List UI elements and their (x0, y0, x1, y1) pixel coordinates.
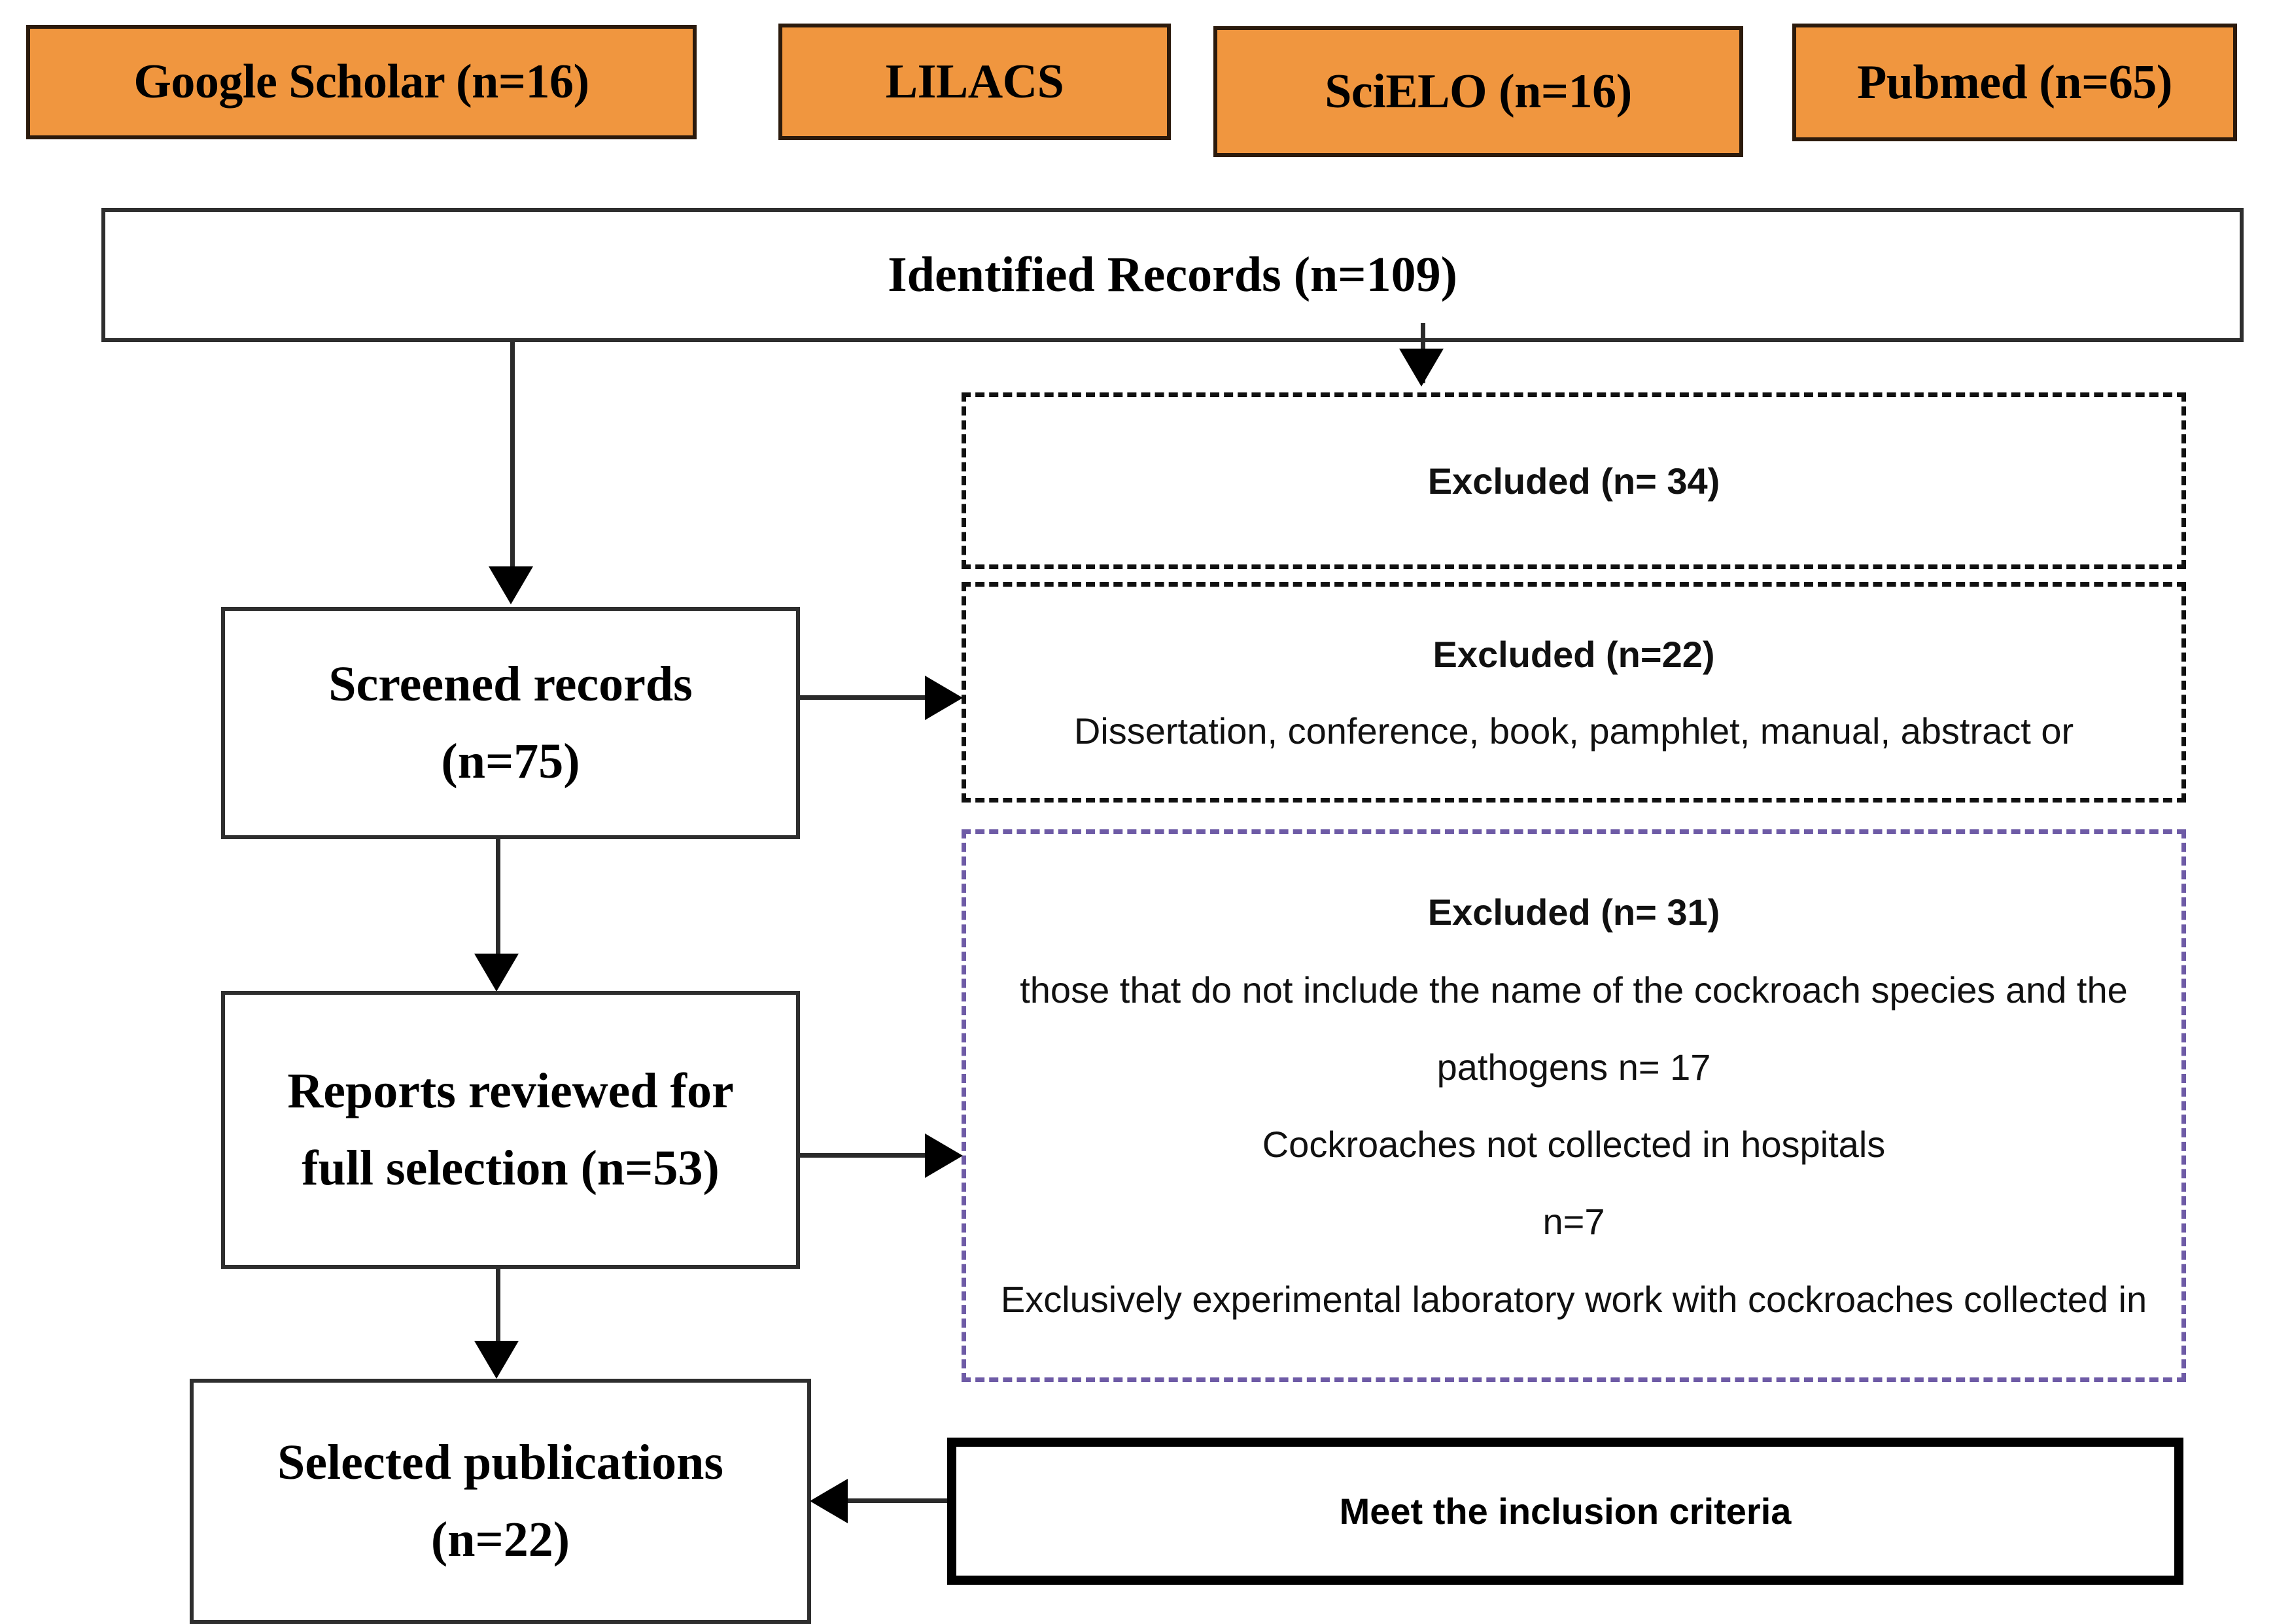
source-label-pubmed: Pubmed (n=65) (1857, 55, 2172, 109)
reports-reviewed-line1: Reports reviewed for (287, 1063, 734, 1118)
arrowhead-identified-to-screened (489, 566, 533, 604)
connector-screened-to-excluded22 (800, 695, 943, 700)
connector-identified-to-screened (510, 342, 515, 568)
connector-reports-to-selected (496, 1269, 500, 1347)
connector-inclusion-to-selected (844, 1498, 948, 1503)
source-label-google-scholar: Google Scholar (n=16) (133, 55, 589, 109)
selected-publications-line1: Selected publications (277, 1434, 723, 1490)
excluded-31-reason-5: Exclusively experimental laboratory work… (1000, 1278, 2147, 1320)
excluded-31-reason-3: Cockroaches not collected in hospitals (1262, 1124, 1886, 1166)
source-box-scielo: SciELO (n=16) (1213, 26, 1743, 157)
screened-records-box: Screened records (n=75) (221, 607, 800, 839)
reports-reviewed-line2: full selection (n=53) (302, 1140, 720, 1196)
arrowhead-screened-to-excluded22 (925, 676, 963, 720)
excluded-31-reason-1: those that do not include the name of th… (1020, 969, 2128, 1011)
excluded-22-reason: Dissertation, conference, book, pamphlet… (1073, 710, 2074, 752)
arrowhead-identified-to-excluded34 (1399, 349, 1444, 387)
identified-records-label: Identified Records (n=109) (888, 247, 1457, 302)
source-box-google-scholar: Google Scholar (n=16) (26, 25, 697, 139)
source-label-lilacs: LILACS (885, 54, 1064, 109)
source-label-scielo: SciELO (n=16) (1325, 64, 1632, 118)
identified-records-box: Identified Records (n=109) (101, 208, 2244, 342)
excluded-34-title: Excluded (n= 34) (1427, 460, 1720, 502)
excluded-22-title: Excluded (n=22) (1433, 633, 1715, 675)
excluded-31-reason-4: n=7 (1542, 1201, 1605, 1243)
source-box-pubmed: Pubmed (n=65) (1792, 24, 2237, 141)
arrowhead-screened-to-reports (474, 954, 519, 992)
excluded-31-box: Excluded (n= 31) those that do not inclu… (962, 829, 2186, 1382)
selected-publications-line2: (n=22) (430, 1512, 570, 1567)
connector-reports-to-excluded31 (800, 1153, 943, 1158)
excluded-31-reason-2: pathogens n= 17 (1436, 1046, 1711, 1088)
selected-publications-box: Selected publications (n=22) (190, 1379, 811, 1624)
connector-screened-to-reports (496, 839, 500, 957)
inclusion-criteria-label: Meet the inclusion criteria (1339, 1491, 1792, 1532)
arrowhead-reports-to-selected (474, 1341, 519, 1379)
arrowhead-inclusion-to-selected (810, 1479, 848, 1523)
arrowhead-reports-to-excluded31 (925, 1133, 963, 1178)
excluded-31-title: Excluded (n= 31) (1427, 891, 1720, 933)
reports-reviewed-box: Reports reviewed for full selection (n=5… (221, 991, 800, 1269)
excluded-22-box: Excluded (n=22) Dissertation, conference… (962, 582, 2186, 803)
screened-records-line2: (n=75) (441, 733, 580, 789)
excluded-34-box: Excluded (n= 34) (962, 392, 2186, 569)
screened-records-line1: Screened records (328, 656, 693, 712)
source-box-lilacs: LILACS (778, 24, 1171, 140)
inclusion-criteria-box: Meet the inclusion criteria (947, 1438, 2183, 1585)
